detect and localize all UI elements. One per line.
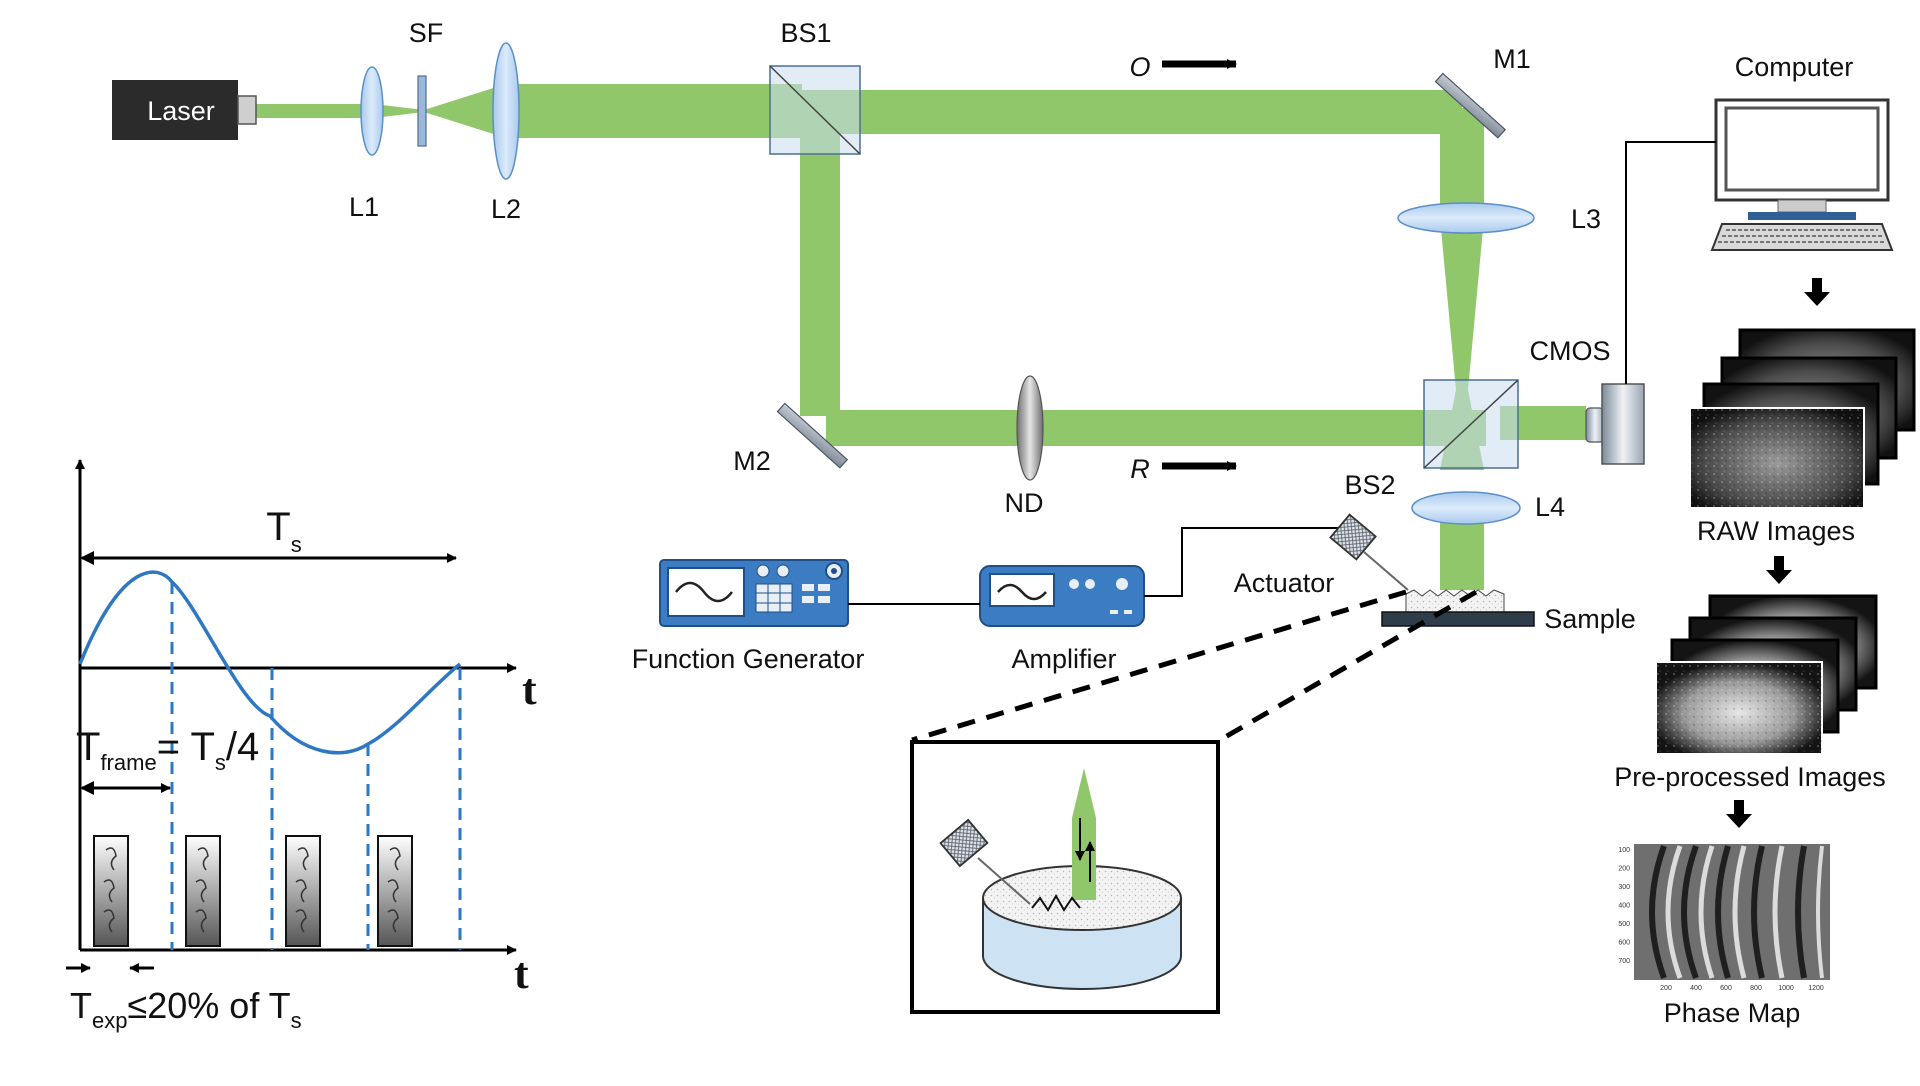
m2-label: M2	[733, 446, 771, 476]
tframe-label: Tframe= Ts/4	[76, 725, 259, 775]
beam-sf-to-l2	[424, 84, 506, 138]
beam-laser-to-l1	[254, 104, 374, 118]
zoom-line-left	[911, 589, 1407, 743]
raw-images-stack	[1689, 328, 1916, 509]
raw-images-label: RAW Images	[1697, 516, 1855, 546]
mirror-m2	[776, 402, 849, 469]
sample-label: Sample	[1544, 604, 1636, 634]
t-label-bottom: t	[514, 949, 529, 998]
l4-label: L4	[1535, 492, 1565, 522]
keyboard-icon	[1710, 223, 1894, 251]
inset-actuator-icon	[939, 818, 1031, 905]
laser-box: Laser	[112, 80, 257, 140]
laser-aperture	[237, 95, 257, 125]
exposure-frames	[93, 835, 413, 947]
laser-label: Laser	[147, 96, 215, 126]
phase-map-y-tick: 300	[1618, 884, 1630, 891]
beam-reference-arm	[826, 410, 1486, 446]
beam-l4-to-sample	[1440, 514, 1484, 590]
timing-diagram: Ts t t Tframe= Ts/4	[66, 459, 537, 1033]
bs1-label: BS1	[780, 18, 831, 48]
preprocessed-images-stack	[1655, 594, 1878, 755]
beam-l3-converge	[1440, 218, 1484, 390]
phase-map-x-tick: 800	[1750, 985, 1762, 992]
lens-l1	[360, 66, 384, 156]
beam-m1-down	[1440, 108, 1484, 218]
exposure-frame-2	[185, 835, 221, 947]
beam-splitter-bs2	[1423, 379, 1519, 469]
texp-label: Texp≤20% of Ts	[70, 985, 302, 1033]
phase-map-x-ticks: 200 400 600 800 1000 1200	[1660, 985, 1824, 992]
function-generator-label: Function Generator	[632, 644, 865, 674]
nd-label: ND	[1005, 488, 1044, 518]
exposure-frame-4	[377, 835, 413, 947]
mirror-m1	[1434, 72, 1507, 139]
arrow-raw-to-pre	[1766, 556, 1792, 584]
sf-label: SF	[409, 18, 444, 48]
cmos-camera-icon	[1585, 383, 1645, 465]
computer-label: Computer	[1735, 52, 1854, 82]
phase-map-x-tick: 1200	[1808, 985, 1824, 992]
tframe-dim-left-head	[80, 781, 94, 795]
beam-l1-to-sf	[374, 104, 424, 118]
phase-markers	[170, 582, 462, 950]
amplifier-label: Amplifier	[1011, 644, 1116, 674]
inset-beam-tip	[1072, 768, 1096, 818]
l3-label: L3	[1571, 204, 1601, 234]
arrow-computer-to-raw	[1804, 278, 1830, 306]
phase-map-x-tick: 400	[1690, 985, 1702, 992]
phase-map-y-tick: 700	[1618, 958, 1630, 965]
phase-fringes	[1649, 844, 1824, 980]
sine-wave	[78, 570, 462, 755]
cable-amp-to-actuator	[1144, 527, 1344, 597]
reference-beam-label: R	[1130, 454, 1150, 484]
ts-dim-left-head	[80, 551, 94, 565]
lens-l3	[1397, 202, 1535, 234]
beam-object-arm	[802, 90, 1462, 134]
phase-map-y-tick: 400	[1618, 903, 1630, 910]
t-label-top: t	[522, 665, 537, 714]
phase-map-y-tick: 600	[1618, 940, 1630, 947]
phase-map-label: Phase Map	[1664, 998, 1801, 1028]
actuator-label: Actuator	[1234, 568, 1335, 598]
phase-map-y-ticks: 100 200 300 400 500 600 700	[1618, 847, 1630, 965]
m1-label: M1	[1493, 44, 1531, 74]
phase-map-y-tick: 100	[1618, 847, 1630, 854]
laser-beams	[254, 84, 1586, 590]
phase-map-x-tick: 1000	[1778, 985, 1794, 992]
phase-map-y-tick: 500	[1618, 921, 1630, 928]
amplifier-icon	[979, 565, 1145, 627]
l1-label: L1	[349, 192, 379, 222]
beam-l2-to-bs1	[506, 84, 802, 138]
cmos-label: CMOS	[1530, 336, 1611, 366]
beam-reference-down	[800, 116, 840, 416]
object-beam-label: O	[1129, 52, 1150, 82]
zoom-line-right	[1218, 589, 1478, 743]
beam-splitter-bs1	[769, 65, 861, 155]
function-generator-icon	[659, 559, 849, 627]
bs2-label: BS2	[1344, 470, 1395, 500]
actuator-icon	[1329, 513, 1409, 591]
cable-camera-computer	[1625, 141, 1716, 384]
spatial-filter	[417, 75, 427, 147]
nd-filter	[1016, 375, 1044, 481]
ts-label: Ts	[266, 505, 301, 557]
computer-monitor-icon	[1714, 98, 1890, 220]
l2-label: L2	[491, 194, 521, 224]
phase-map-x-tick: 600	[1720, 985, 1732, 992]
phase-map-x-tick: 200	[1660, 985, 1672, 992]
sample-stage	[1381, 589, 1535, 627]
phase-map-y-tick: 200	[1618, 866, 1630, 873]
exposure-frame-3	[285, 835, 321, 947]
lens-l2	[492, 42, 520, 180]
lens-l4	[1411, 491, 1521, 525]
inset-beam	[1072, 818, 1096, 900]
sample-zoom-inset	[910, 740, 1220, 1014]
preprocessed-images-label: Pre-processed Images	[1614, 762, 1886, 792]
arrow-pre-to-phase	[1726, 800, 1752, 828]
exposure-frame-1	[93, 835, 129, 947]
phase-map-image: 100 200 300 400 500 600 700 200 400 600 800 1000 12…	[1618, 844, 1830, 992]
